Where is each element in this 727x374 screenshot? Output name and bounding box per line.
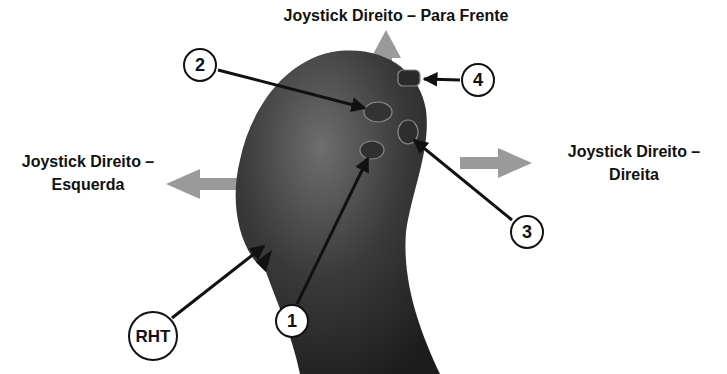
direction-label: Joystick Direito – Esquerda bbox=[4, 150, 172, 196]
callout-number: 1 bbox=[287, 312, 297, 330]
direction-label: Joystick Direito – Para Frente bbox=[236, 4, 556, 27]
joystick-handle bbox=[236, 51, 440, 374]
direction-label: Joystick Direito – Direita bbox=[546, 140, 722, 186]
trigger-notch bbox=[256, 250, 272, 272]
callout-number: RHT bbox=[136, 328, 171, 345]
callout-number: 4 bbox=[473, 71, 483, 89]
callout-circle: RHT bbox=[128, 311, 178, 361]
callout-circle: 4 bbox=[461, 63, 495, 97]
buttons bbox=[360, 70, 420, 159]
callout-number: 3 bbox=[522, 223, 532, 241]
callout-circle: 3 bbox=[510, 215, 544, 249]
leader-arrows bbox=[172, 70, 512, 318]
callout-number: 2 bbox=[195, 56, 205, 74]
callout-circle: 1 bbox=[275, 304, 309, 338]
callout-circle: 2 bbox=[183, 48, 217, 82]
